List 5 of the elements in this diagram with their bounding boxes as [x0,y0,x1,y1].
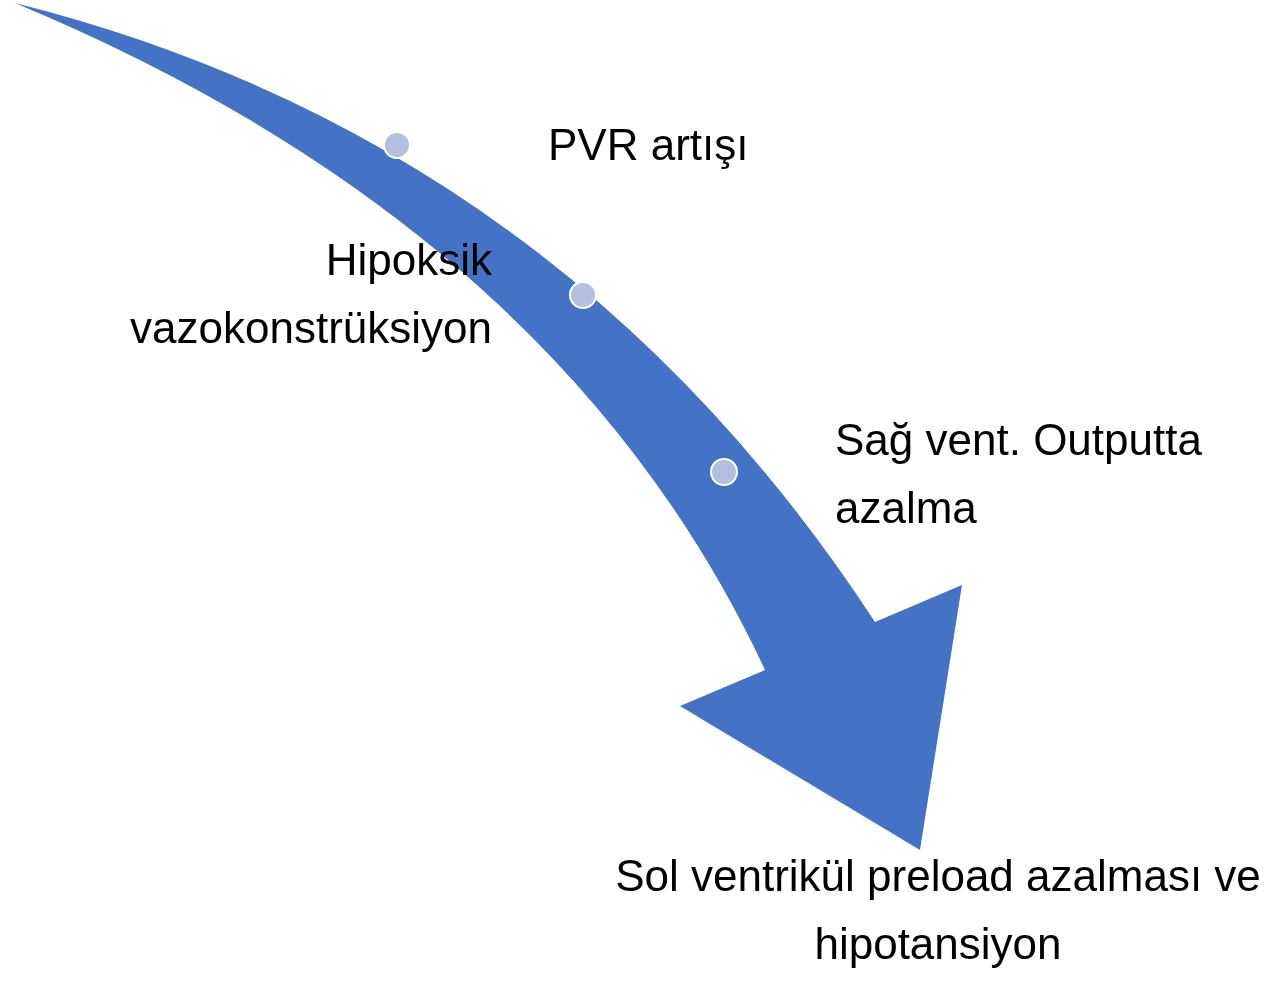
step-dot [568,280,598,310]
step-dot [382,130,412,160]
step-label: Sağ vent. Outputta azalma [835,414,1203,534]
outcome-label: Sol ventrikül preload azalması ve hipotansiyon [614,850,1262,970]
step-label: PVR artışı [548,119,750,171]
